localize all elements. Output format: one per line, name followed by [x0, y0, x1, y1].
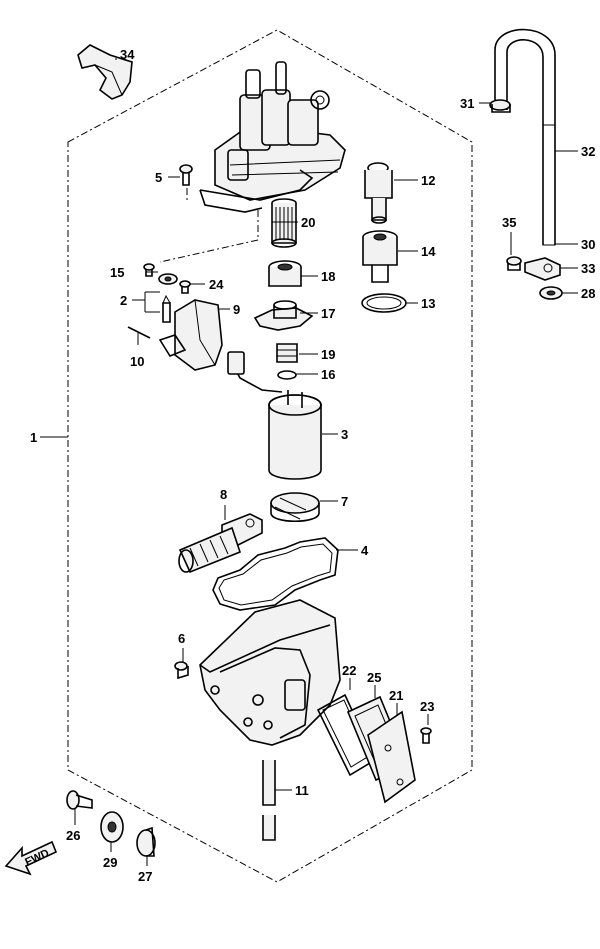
callout-29: 29 [103, 855, 117, 870]
bolt-35 [506, 256, 522, 271]
clip-31 [489, 99, 511, 113]
callout-21: 21 [389, 688, 403, 703]
callout-8: 8 [220, 487, 227, 502]
pump-3 [227, 351, 322, 480]
seal-19 [276, 343, 298, 363]
regulator-12 [364, 162, 393, 224]
hose-11 [262, 760, 276, 841]
cap-14 [362, 230, 398, 283]
callout-3: 3 [341, 427, 348, 442]
callout-10: 10 [130, 354, 144, 369]
damper-18 [268, 260, 302, 287]
filter-20 [271, 198, 297, 248]
callout-4: 4 [361, 543, 369, 558]
callout-23: 23 [420, 699, 434, 714]
callout-19: 19 [321, 347, 335, 362]
callout-33: 33 [581, 261, 595, 276]
bracket-34 [77, 44, 133, 100]
screw-6 [174, 661, 189, 680]
callout-2: 2 [120, 293, 127, 308]
grommet-2 [158, 273, 178, 323]
callout-1: 1 [30, 430, 37, 445]
callout-34: 34 [120, 47, 135, 62]
leader-lines [40, 58, 578, 866]
strainer-7 [270, 492, 320, 522]
screw-23 [420, 727, 432, 744]
fwd-arrow-icon: FWD [4, 840, 58, 876]
collar-27 [136, 826, 156, 857]
housing [199, 599, 341, 746]
callout-6: 6 [178, 631, 185, 646]
callout-26: 26 [66, 828, 80, 843]
grommet-28 [539, 286, 563, 300]
callout-14: 14 [421, 244, 436, 259]
callout-5: 5 [155, 170, 162, 185]
callout-17: 17 [321, 306, 335, 321]
screw-24 [179, 280, 191, 294]
connection-line [159, 210, 259, 263]
callout-11: 11 [295, 783, 309, 798]
controller-9 [158, 299, 223, 371]
callout-labels: 1 2 3 4 5 6 7 8 9 10 11 12 13 14 15 16 1… [30, 47, 595, 884]
callout-15: 15 [110, 265, 124, 280]
callout-18: 18 [321, 269, 335, 284]
assembly-border [67, 29, 473, 883]
pump-head [199, 61, 346, 213]
callout-31: 31 [460, 96, 474, 111]
hose-32 [494, 28, 556, 246]
callout-24: 24 [209, 277, 224, 292]
clamp-33 [524, 257, 561, 281]
screw-15 [143, 263, 155, 277]
callout-35: 35 [502, 215, 516, 230]
fwd-label: FWD [23, 847, 51, 868]
callout-16: 16 [321, 367, 335, 382]
callout-27: 27 [138, 869, 152, 884]
callout-25: 25 [367, 670, 381, 685]
callout-30: 30 [581, 237, 595, 252]
filter-8 [178, 513, 263, 574]
grommet-29 [100, 811, 124, 843]
callout-9: 9 [233, 302, 240, 317]
callout-20: 20 [301, 215, 315, 230]
callout-28: 28 [581, 286, 595, 301]
callout-32: 32 [581, 144, 595, 159]
ring-16 [277, 370, 297, 380]
callout-13: 13 [421, 296, 435, 311]
bracket-17 [253, 300, 314, 331]
callout-22: 22 [342, 663, 356, 678]
screw-5 [179, 164, 193, 186]
callout-12: 12 [421, 173, 435, 188]
callout-7: 7 [341, 494, 348, 509]
bolt-26 [66, 790, 93, 810]
cover-21 [367, 710, 416, 804]
pin-10 [127, 326, 151, 339]
